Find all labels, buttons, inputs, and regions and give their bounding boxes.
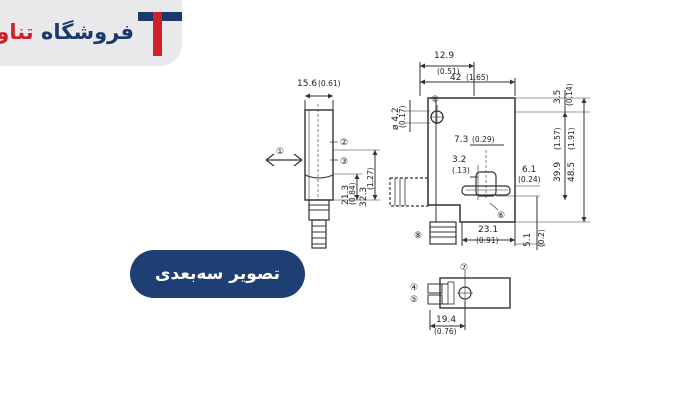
bottom-view [427, 270, 511, 330]
side-h1-in: (0.84) [348, 182, 357, 205]
r2-mm: 39.9 [553, 162, 563, 182]
callout-8: ⑧ [414, 231, 422, 241]
callout-6-top: ⑥ [431, 95, 439, 105]
r2-in: (1.57) [553, 127, 562, 150]
front-bottom-mm: 23.1 [478, 225, 498, 235]
letter-t-logo-icon [138, 12, 182, 56]
bottom-width-mm: 19.4 [436, 315, 456, 325]
front-bottom-in: (0.91) [476, 236, 499, 245]
offset1-mm: 7.3 [454, 135, 468, 145]
callout-6-bottom: ⑥ [497, 211, 505, 221]
front-view [389, 62, 590, 250]
hole-in: (0.17) [398, 105, 407, 128]
side-width-in: (0.61) [318, 79, 341, 88]
brand-name: فروشگاه تناوب [0, 20, 134, 44]
r1-mm: 3.5 [553, 90, 563, 104]
side-h1-mm: 21.3 [341, 185, 351, 205]
callout-4: ④ [410, 283, 418, 293]
callout-7: ⑦ [460, 263, 468, 273]
offset2-mm: 3.2 [452, 155, 466, 165]
side-h2-mm: 32.3 [359, 187, 369, 207]
side-h2-in: (1.27) [366, 167, 375, 190]
callout-2: ② [340, 138, 348, 148]
r1-in: (0.14) [565, 83, 574, 106]
r4-in: (0.2) [537, 229, 546, 247]
bottom-width-in: (0.76) [434, 327, 457, 336]
r3-in: (1.91) [567, 127, 576, 150]
front-width-mm: 42 [450, 73, 461, 83]
side-width-mm: 15.6 [297, 79, 317, 89]
callout-5: ⑤ [410, 295, 418, 305]
brand-word-store: فروشگاه [40, 20, 134, 44]
front-width-in: (1.65) [466, 73, 489, 82]
brand-word-tanavob: تناوب [0, 20, 34, 44]
side-view [265, 95, 380, 249]
lens-in: (0.24) [518, 175, 541, 184]
front-top1-mm: 12.9 [434, 51, 454, 61]
offset1-in: (0.29) [472, 135, 495, 144]
offset2-in: (.13) [452, 166, 470, 175]
r4-mm: 5.1 [523, 233, 533, 247]
callout-1: ① [276, 147, 284, 157]
lens-mm: 6.1 [522, 165, 536, 175]
callout-3: ③ [340, 157, 348, 167]
front-top1-in: (0.51) [437, 67, 460, 76]
r3-mm: 48.5 [567, 162, 577, 182]
hole-mm: ø 4.2 [391, 107, 401, 130]
view-3d-badge[interactable]: تصویر سه‌بعدی [130, 250, 305, 298]
brand-logo[interactable]: فروشگاه تناوب [0, 0, 182, 66]
